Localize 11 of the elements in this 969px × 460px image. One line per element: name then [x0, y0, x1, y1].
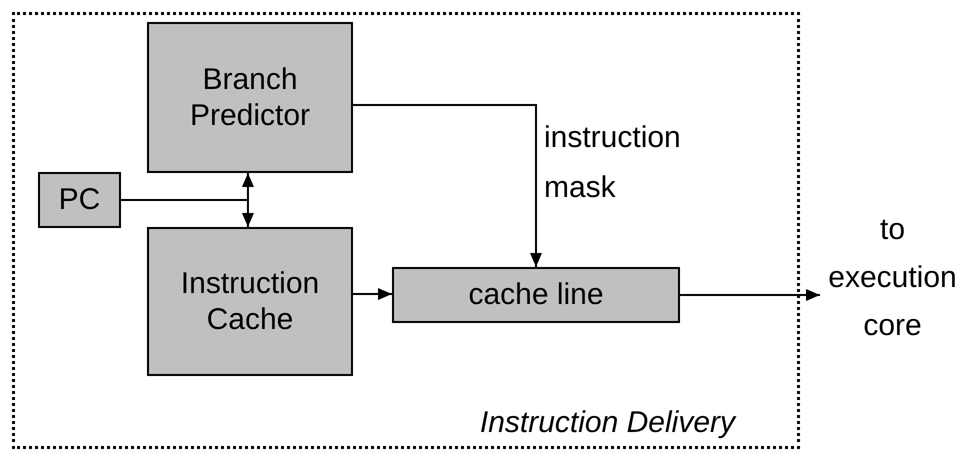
output-text: to execution core [820, 206, 965, 350]
arrow [353, 104, 542, 267]
group-frame [12, 12, 800, 449]
group-title: Instruction Delivery [480, 406, 735, 440]
arrow [680, 289, 820, 301]
process-box: Instruction Cache [147, 227, 353, 376]
arrow [121, 199, 254, 227]
process-box: cache line [392, 267, 680, 323]
process-box: Branch Predictor [147, 22, 353, 173]
arrow [353, 288, 392, 300]
process-box: PC [38, 172, 121, 228]
